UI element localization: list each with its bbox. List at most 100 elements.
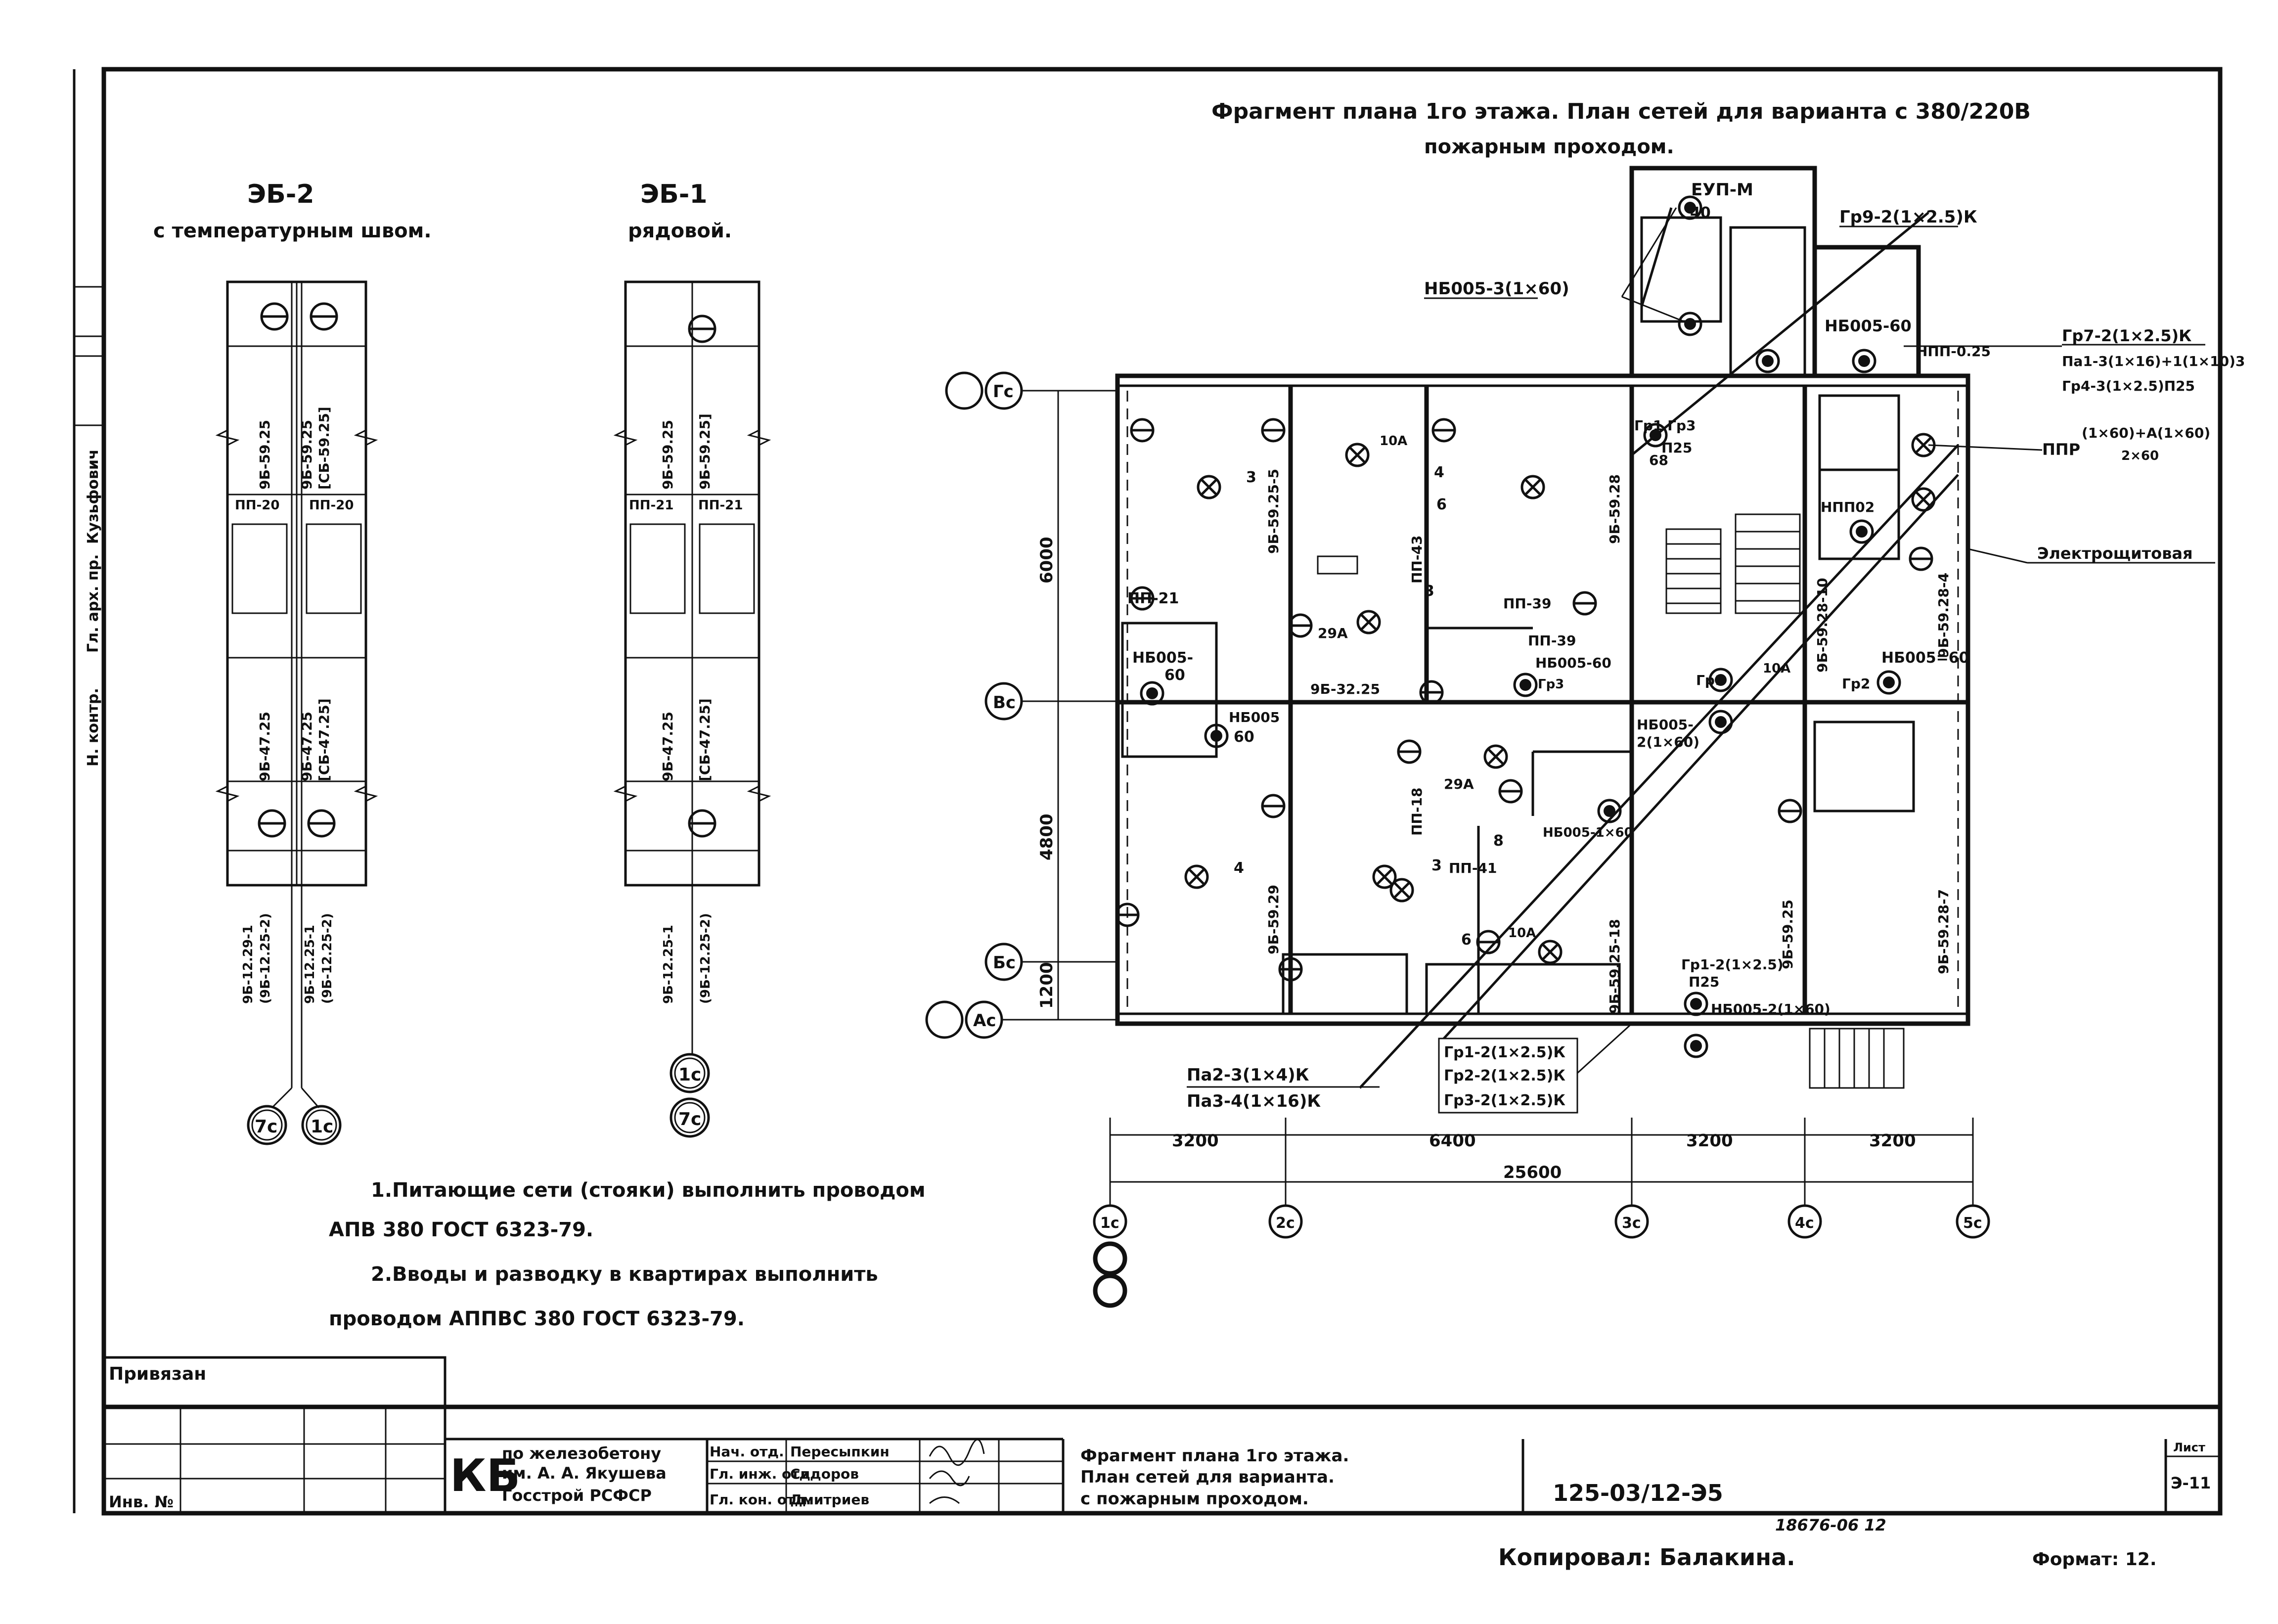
entrance-steps xyxy=(1809,1028,1905,1089)
format-label: Формат: 12. xyxy=(2032,1549,2157,1570)
window-opening xyxy=(629,523,686,614)
socket-icon xyxy=(1115,902,1140,927)
plan-label: Гр3-2(1×2.5)К xyxy=(1444,1092,1565,1109)
note-2-b: проводом АППВС 380 ГОСТ 6323-79. xyxy=(329,1308,745,1330)
dimension-label: 3200 xyxy=(1172,1131,1219,1151)
socket-icon xyxy=(1261,418,1286,443)
role-1: Нач. отд. xyxy=(710,1444,784,1460)
signature-mark xyxy=(929,1470,970,1487)
plan-label: НБ005=60 xyxy=(1881,649,1969,667)
panel-label: (9Б-12.25-2) xyxy=(698,913,713,1004)
axis-label: 1с xyxy=(1100,1215,1119,1232)
side-margin-stamp xyxy=(73,286,105,337)
sheet-frame xyxy=(101,67,2223,1516)
plan-label: ПП-21 xyxy=(1127,590,1179,607)
eup-label: ЕУП-М xyxy=(1691,180,1753,200)
axis-label: 3с xyxy=(1622,1215,1641,1232)
socket-icon xyxy=(1419,680,1444,705)
break-mark xyxy=(354,429,378,446)
plan-label: НБ005-3(1×60) xyxy=(1424,279,1569,299)
section-eb1: ЭБ-1 рядовой. 9Б-59.25 9Б-59.25] ПП-21 П… xyxy=(613,180,771,1138)
socket-icon xyxy=(1278,957,1303,982)
panel-label: 9Б-47.25 xyxy=(257,712,273,781)
note-1-a: 1.Питающие сети (стояки) выполнить прово… xyxy=(371,1179,926,1202)
signature-mark xyxy=(929,1439,985,1466)
plan-label: Гр4-3(1×2.5)П25 xyxy=(2062,378,2195,394)
org-line-3: Госстрой РСФСР xyxy=(502,1486,652,1505)
break-mark xyxy=(215,785,240,802)
axis-marker xyxy=(1787,1204,1822,1239)
riser-diagonal xyxy=(1443,474,1959,1039)
lamp-icon xyxy=(1356,610,1381,634)
panel-label: ПП-20 xyxy=(309,498,354,513)
plan-label: 10А xyxy=(1380,434,1407,449)
ceiling-lamp-icon xyxy=(1708,668,1733,692)
wall-mark: ПП-18 xyxy=(1409,788,1425,836)
panel-label: 9Б-59.25 xyxy=(299,420,315,490)
exterior-wall xyxy=(1115,373,1970,1026)
window-opening xyxy=(231,523,288,614)
wall-mark: ПП-41 xyxy=(1449,860,1497,876)
dimension-total: 25600 xyxy=(1503,1163,1562,1182)
org-line-1: по железобетону xyxy=(502,1444,661,1463)
stair-block-inner xyxy=(1729,226,1806,377)
ceiling-lamp-icon xyxy=(1849,519,1874,544)
section-eb1-subtitle: рядовой. xyxy=(628,220,732,242)
ceiling-lamp-icon xyxy=(1876,670,1901,695)
plan-label: 60 xyxy=(1234,728,1254,746)
plan-label: Гр1-2(1×2.5) xyxy=(1681,956,1784,973)
plan-label: 29А xyxy=(1444,776,1474,792)
plan-label: ПП-39 xyxy=(1503,595,1551,612)
title-block: Привязан Инв. № КБ по железобетону им. А… xyxy=(101,1356,2223,1571)
plan-label: 2(1×60) xyxy=(1637,734,1699,750)
room-number: 6 xyxy=(1461,931,1472,948)
panel-label: ПП-20 xyxy=(235,498,280,513)
floor-plan: Гс Вс Бс Ас 6000 4800 1200 ЕУП-М 40 xyxy=(925,166,2245,1308)
plan-label: НБ005-60 xyxy=(1825,316,1912,335)
socket-icon xyxy=(1498,779,1523,804)
axis-marker-extra xyxy=(1093,1241,1127,1308)
plan-label: ППР xyxy=(2042,440,2080,459)
ceiling-lamp-icon xyxy=(1708,710,1733,734)
plan-label: (1×60)+А(1×60) xyxy=(2082,425,2210,441)
side-margin-label: Н. контр. xyxy=(85,688,102,767)
dimension-label: 1200 xyxy=(1037,962,1057,1009)
plan-label: Гр7-2(1×2.5)К xyxy=(2062,326,2191,345)
socket-icon xyxy=(307,809,336,838)
under-code: 18676-06 12 xyxy=(1775,1516,1886,1534)
panel-label: (9Б-12.25-2) xyxy=(258,913,273,1004)
axis-label: 7с xyxy=(678,1109,701,1129)
plan-label: Электрощитовая xyxy=(2037,544,2193,563)
break-mark xyxy=(613,785,638,802)
sheet-title: Фрагмент плана 1го этажа. План сетей для… xyxy=(1211,99,2031,158)
table-symbol xyxy=(1317,555,1358,575)
axis-label: 5с xyxy=(1963,1215,1982,1232)
plan-label: 9Б-32.25 xyxy=(1310,681,1380,697)
leader-line xyxy=(1928,444,2043,451)
list-value: Э-11 xyxy=(2171,1474,2211,1492)
riser-line xyxy=(301,1087,320,1108)
room-number: 3 xyxy=(1424,583,1434,600)
lamp-icon xyxy=(1389,878,1414,902)
dimension-label: 4800 xyxy=(1037,813,1057,860)
plan-label: ПП-39 xyxy=(1528,632,1576,649)
socket-icon xyxy=(260,302,289,331)
lamp-icon xyxy=(1184,864,1209,889)
section-eb1-name: ЭБ-1 xyxy=(640,180,708,209)
room-box xyxy=(1425,963,1621,1015)
lamp-icon xyxy=(1483,744,1508,769)
staircase xyxy=(1665,513,1801,614)
ceiling-lamp-icon xyxy=(1684,1034,1708,1058)
panel-label: 9Б-47.25 xyxy=(299,712,315,781)
side-margin-label: Гл. арх. пр. xyxy=(85,554,102,653)
plan-label: 10А xyxy=(1508,926,1536,941)
lamp-icon xyxy=(1197,475,1221,499)
dimension-label: 6400 xyxy=(1429,1131,1476,1151)
plan-label: Гр2 xyxy=(1842,676,1870,692)
stair-block-right xyxy=(1812,245,1921,378)
copied-by: Копировал: Балакина. xyxy=(1498,1544,1795,1571)
plan-label: П25 xyxy=(1689,974,1719,990)
sheet-code: 125-03/12-Э5 xyxy=(1553,1480,1723,1506)
ceiling-lamp-icon xyxy=(1597,799,1622,823)
wall-mark: 9Б-59.28-10 xyxy=(1814,578,1831,673)
